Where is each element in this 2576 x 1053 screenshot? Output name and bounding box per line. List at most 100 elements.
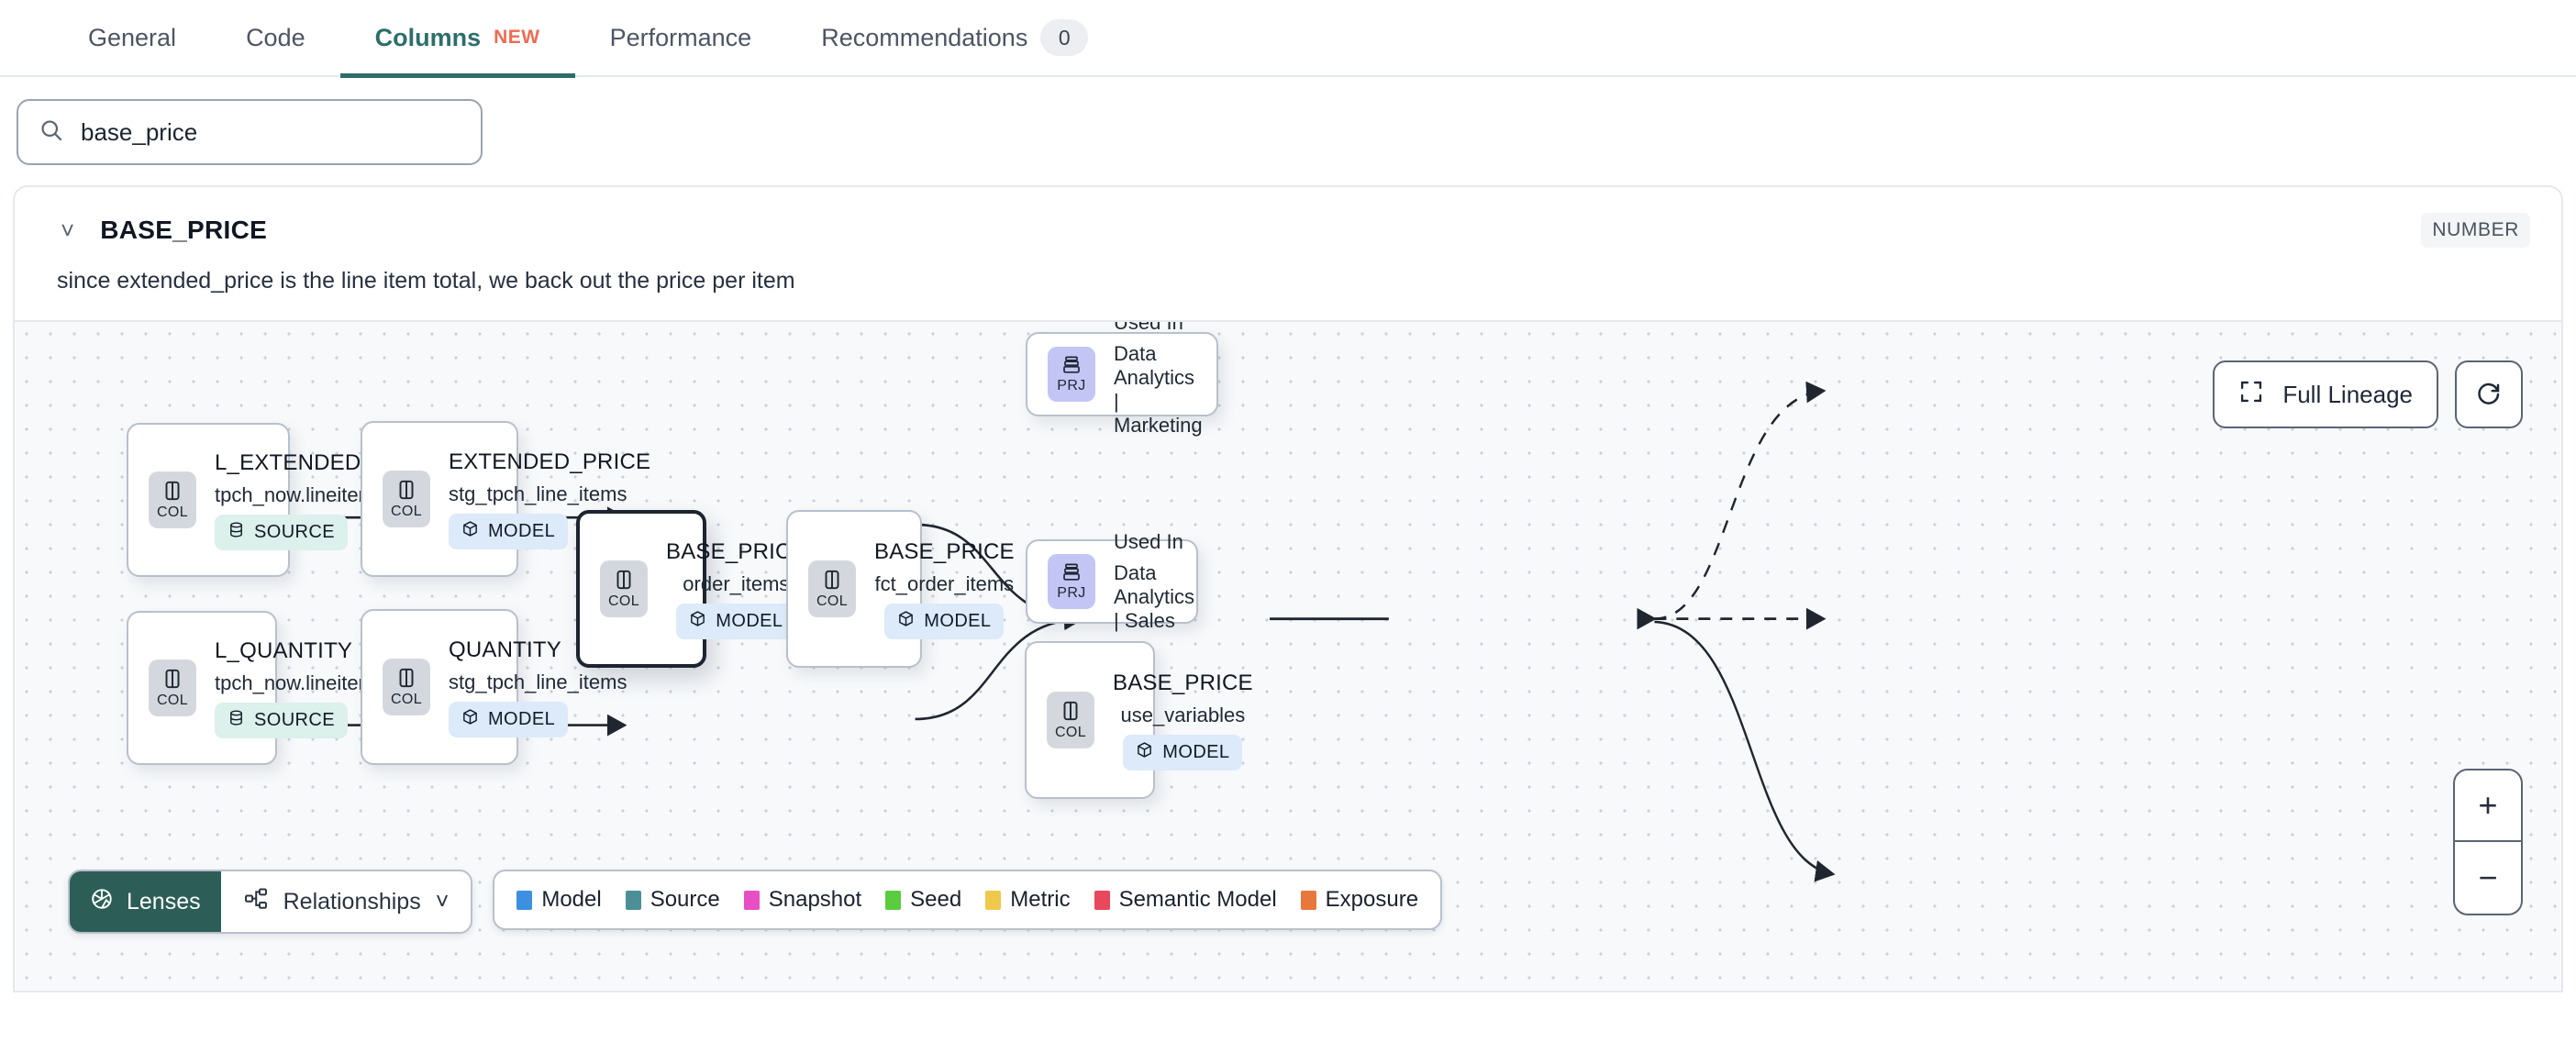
refresh-button[interactable] [2455, 360, 2523, 428]
tab-columns[interactable]: Columns NEW [339, 0, 575, 78]
node-badge-label: SOURCE [254, 521, 335, 542]
relationships-label: Relationships [283, 888, 421, 914]
zoom-out-button[interactable]: − [2478, 859, 2498, 896]
lineage-node-extended-price[interactable]: COL EXTENDED_PRICE stg_tpch_line_items M… [361, 421, 650, 577]
canvas-top-controls: Full Lineage [2213, 360, 2523, 428]
tab-label: Code [246, 23, 305, 51]
database-icon [228, 709, 245, 732]
lineage-node-base-price-order-items[interactable]: COL BASE_PRICE order_items MODEL [576, 510, 806, 668]
lineage-canvas[interactable]: COL L_EXTENDEDPRICE tpch_now.lineitem SO… [15, 320, 2561, 991]
chevron-down-icon: ˅ [435, 888, 450, 914]
tab-general[interactable]: General [53, 0, 211, 76]
legend-label: Source [650, 887, 720, 912]
node-body: EXTENDED_PRICE stg_tpch_line_items MODEL [430, 449, 650, 549]
node-subtitle: stg_tpch_line_items [449, 482, 627, 505]
legend-label: Model [541, 887, 602, 912]
column-detail-panel: ˅ BASE_PRICE NUMBER since extended_price… [13, 185, 2563, 992]
tab-bar: General Code Columns NEW Performance Rec… [0, 0, 2576, 78]
lineage-node-l-extendedprice[interactable]: COL L_EXTENDEDPRICE tpch_now.lineitem SO… [127, 423, 429, 577]
node-title: BASE_PRICE [874, 538, 1015, 564]
prj-type-icon: PRJ [1048, 347, 1095, 402]
legend-label: Semantic Model [1118, 887, 1277, 912]
search-icon [39, 117, 64, 148]
aperture-icon [90, 887, 114, 917]
legend-item-model: Model [516, 887, 602, 913]
tab-code[interactable]: Code [211, 0, 340, 76]
lenses-relationships-group: Lenses Relationships ˅ [68, 870, 473, 934]
node-badge-model: MODEL [1123, 734, 1243, 770]
full-lineage-button[interactable]: Full Lineage [2213, 360, 2438, 428]
legend-item-exposure: Exposure [1300, 887, 1419, 913]
search-box[interactable] [17, 99, 483, 165]
prj-type-icon: PRJ [1048, 554, 1095, 609]
node-subtitle: fct_order_items [874, 571, 1015, 595]
col-type-label: COL [156, 504, 189, 520]
cube-icon [461, 708, 479, 731]
legend-item-snapshot: Snapshot [743, 887, 862, 913]
node-badge-label: MODEL [716, 610, 783, 631]
hierarchy-icon [243, 886, 269, 918]
zoom-in-button[interactable]: + [2455, 770, 2521, 842]
expand-corners-icon [2238, 379, 2264, 411]
tab-label: Performance [609, 23, 752, 51]
column-datatype: NUMBER [2421, 213, 2530, 248]
legend-label: Exposure [1325, 887, 1419, 912]
node-project-name: Data Analytics | Sales [1114, 561, 1195, 632]
node-body: BASE_PRICE order_items MODEL [648, 539, 806, 639]
tab-performance[interactable]: Performance [575, 0, 787, 76]
column-header[interactable]: ˅ BASE_PRICE NUMBER [15, 187, 2561, 248]
node-body: BASE_PRICE fct_order_items MODEL [856, 539, 1015, 639]
lineage-node-quantity[interactable]: COL QUANTITY stg_tpch_line_items MODEL [361, 609, 627, 765]
node-title: BASE_PRICE [1113, 670, 1253, 695]
col-type-label: COL [816, 593, 849, 609]
legend-label: Snapshot [768, 887, 862, 912]
col-type-label: COL [1054, 725, 1087, 740]
node-badge-label: MODEL [488, 708, 556, 729]
legend-swatch [1300, 890, 1316, 910]
col-type-icon: COL [383, 659, 430, 715]
col-type-icon: COL [383, 471, 430, 527]
legend-swatch [516, 890, 533, 910]
full-lineage-label: Full Lineage [2282, 380, 2413, 408]
node-title: QUANTITY [449, 637, 561, 662]
legend-swatch [625, 890, 641, 910]
node-body: BASE_PRICE use_variables MODEL [1094, 671, 1253, 770]
new-badge: NEW [494, 27, 540, 48]
legend-item-metric: Metric [985, 887, 1071, 913]
lineage-node-project-marketing[interactable]: PRJ Used In Data Analytics | Marketing [1026, 322, 1218, 437]
cube-icon [1136, 741, 1153, 764]
col-type-label: COL [607, 593, 640, 609]
legend-swatch [1094, 890, 1110, 910]
node-body: Used In Data Analytics | Marketing [1095, 322, 1203, 438]
legend-item-seed: Seed [885, 887, 961, 913]
node-badge-source: SOURCE [215, 514, 348, 550]
column-description: since extended_price is the line item to… [57, 268, 795, 294]
legend-swatch [743, 890, 760, 910]
node-body: Used In Data Analytics | Sales [1095, 530, 1194, 633]
refresh-icon [2475, 379, 2503, 411]
legend-label: Seed [910, 887, 962, 912]
prj-type-label: PRJ [1057, 378, 1086, 393]
node-badge-model: MODEL [449, 513, 569, 549]
canvas-bottom-bar: Lenses Relationships ˅ [68, 870, 1443, 934]
node-subtitle: use_variables [1120, 703, 1246, 726]
col-type-icon: COL [808, 560, 856, 617]
chevron-down-icon[interactable]: ˅ [61, 216, 75, 244]
node-badge-model: MODEL [449, 701, 569, 737]
col-type-label: COL [390, 692, 423, 707]
cube-icon [897, 610, 915, 633]
lineage-node-project-sales[interactable]: PRJ Used In Data Analytics | Sales [1026, 530, 1198, 632]
legend-swatch [985, 890, 1002, 910]
tab-recommendations[interactable]: Recommendations 0 [786, 0, 1123, 76]
node-title: EXTENDED_PRICE [449, 449, 651, 474]
node-badge-model: MODEL [884, 603, 1005, 639]
node-title: BASE_PRICE [666, 538, 806, 564]
search-input[interactable] [81, 117, 461, 147]
lenses-button[interactable]: Lenses [70, 871, 221, 932]
cube-icon [461, 520, 479, 543]
lineage-node-l-quantity[interactable]: COL L_QUANTITY tpch_now.lineitem SOURCE [127, 611, 375, 765]
lineage-node-base-price-use-variables[interactable]: COL BASE_PRICE use_variables MODEL [1025, 641, 1253, 799]
relationships-dropdown[interactable]: Relationships ˅ [221, 871, 472, 932]
lineage-node-base-price-fct-order-items[interactable]: COL BASE_PRICE fct_order_items MODEL [786, 510, 1015, 668]
database-icon [228, 521, 245, 544]
